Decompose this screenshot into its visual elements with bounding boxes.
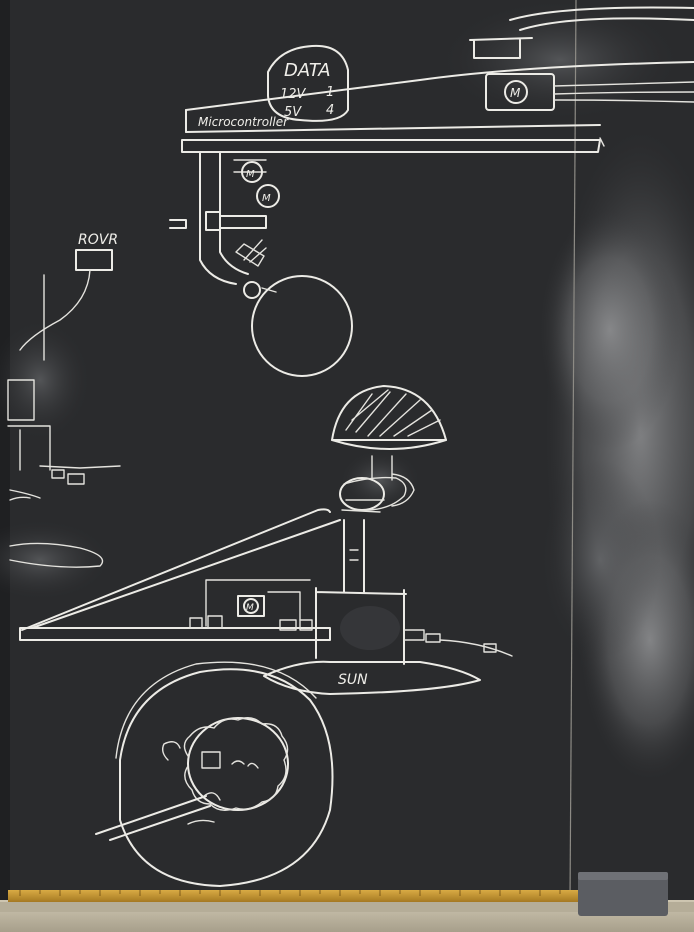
motor-label-base: M xyxy=(246,603,254,613)
board-left-edge xyxy=(0,0,10,900)
data-value-2: 4 xyxy=(326,103,334,118)
data-value-1: 1 xyxy=(326,85,334,100)
microcontroller-label: Microcontroller xyxy=(198,115,289,129)
data-label: DATA xyxy=(284,60,331,81)
rover-label: ROVR xyxy=(78,232,118,248)
wooden-ruler xyxy=(8,890,582,902)
data-value-voltage-1: 12V xyxy=(280,87,307,102)
motor-label-arm-2: M xyxy=(262,193,271,204)
motor-label-top: M xyxy=(510,86,521,100)
sun-label: SUN xyxy=(338,672,368,688)
motor-label-arm-1: M xyxy=(246,169,255,180)
eraser-top xyxy=(578,872,668,880)
